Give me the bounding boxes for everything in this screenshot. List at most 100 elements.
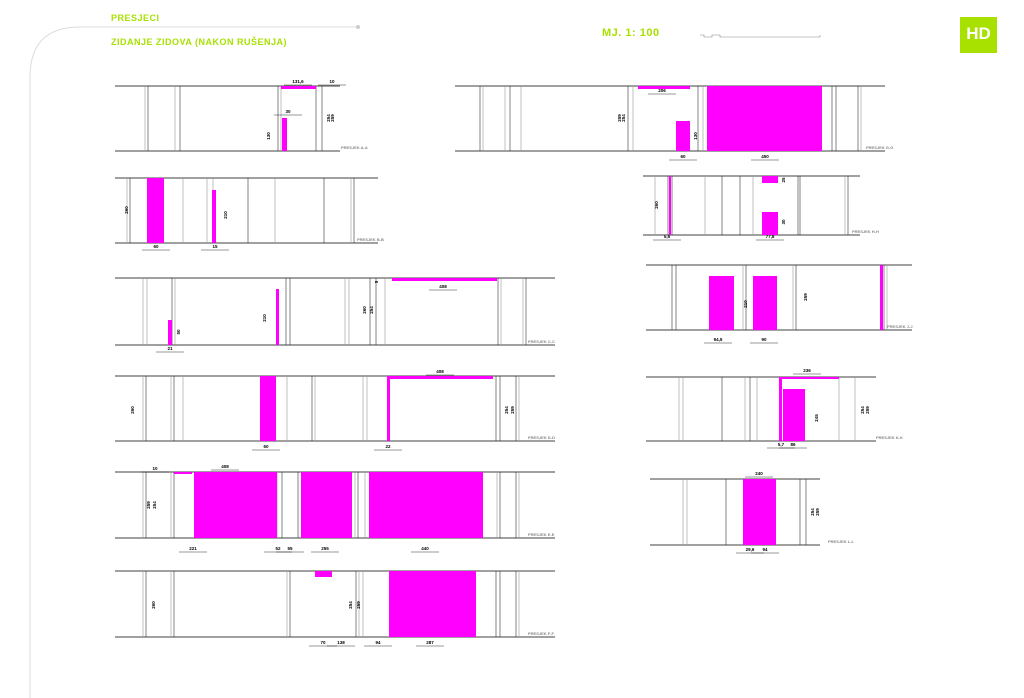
section-label: PRESJEK A-A: [341, 145, 368, 150]
new-wall-fill: [212, 190, 216, 243]
dimension-label: 254: [369, 306, 374, 314]
new-wall-fill: [282, 118, 287, 151]
dimension-label: 254: [810, 508, 815, 516]
dimension-label: 259: [356, 601, 361, 609]
dimension-label: 86: [790, 442, 796, 447]
section-label: PRESJEK E-E: [528, 532, 555, 537]
dimension-label: 94: [375, 640, 381, 645]
dimension-label: 5,6: [664, 234, 671, 239]
section-label: PRESJEK G-G: [866, 145, 893, 150]
dimension-label: 254: [348, 601, 353, 609]
dimension-label: 259: [510, 406, 515, 414]
dimension-label: 245: [814, 414, 819, 422]
dimension-label: 259: [803, 293, 808, 301]
dimension-label: 260: [654, 201, 659, 209]
new-wall-fill: [301, 472, 352, 538]
dimension-label: 131,6: [292, 79, 304, 84]
dimension-label: 260: [130, 406, 135, 414]
dimension-label: 5: [374, 280, 379, 283]
new-wall-fill: [276, 289, 279, 345]
new-wall-fill: [880, 265, 883, 330]
section-label: PRESJEK D-D: [528, 435, 555, 440]
new-wall-fill: [387, 376, 390, 441]
dimension-label: 60: [153, 244, 159, 249]
dimension-label: 254: [152, 501, 157, 509]
new-wall-fill: [762, 212, 778, 235]
new-wall-fill: [709, 276, 734, 330]
dimension-label: 259: [617, 114, 622, 122]
new-wall-fill: [260, 376, 276, 441]
dimension-label: 77,8: [766, 234, 775, 239]
new-wall-fill: [762, 176, 778, 183]
drawing-subtitle: ZIDANJE ZIDOVA (NAKON RUŠENJA): [111, 37, 288, 47]
dimension-label: 210: [223, 211, 228, 219]
company-logo: HD: [960, 17, 997, 53]
dimension-label: 60: [680, 154, 686, 159]
new-wall-fill: [669, 176, 671, 235]
dimension-label: 50: [176, 329, 181, 335]
dimension-label: 221: [189, 546, 197, 551]
dimension-label: 138: [337, 640, 345, 645]
dimension-label: 254: [621, 114, 626, 122]
new-wall-fill: [392, 278, 497, 281]
dimension-label: 94: [762, 547, 768, 552]
dimension-label: 90: [761, 337, 767, 342]
new-wall-fill: [707, 86, 822, 151]
dimension-label: 130: [266, 132, 271, 140]
section-label: PRESJEK C-C: [528, 339, 555, 344]
dimension-label: 94,5: [714, 337, 723, 342]
new-wall-fill: [194, 472, 277, 538]
dimension-label: 259: [815, 508, 820, 516]
new-wall-fill: [369, 472, 483, 538]
new-wall-fill: [638, 86, 690, 89]
dimension-label: 30: [285, 109, 291, 114]
section-label: PRESJEK B-B: [357, 237, 384, 242]
new-wall-fill: [387, 376, 493, 379]
dimension-label: 130: [693, 132, 698, 140]
dimension-label: 21: [167, 346, 173, 351]
dimension-label: 52: [275, 546, 281, 551]
dimension-label: 29,6: [746, 547, 755, 552]
dimension-label: 254: [860, 406, 865, 414]
dimension-label: 240: [755, 471, 763, 476]
dimension-label: 260: [151, 601, 156, 609]
scale-label: MJ. 1: 100: [602, 27, 660, 39]
dimension-label: 15: [212, 244, 218, 249]
dimension-label: 10: [152, 466, 158, 471]
dimension-label: 255: [321, 546, 329, 551]
dimension-label: 287: [426, 640, 434, 645]
dimension-label: 30: [781, 219, 786, 225]
dimension-label: 260: [362, 306, 367, 314]
section-label: PRESJEK J-J: [887, 324, 913, 329]
drawing-title: PRESJECI: [111, 13, 160, 23]
dimension-label: 10: [329, 79, 335, 84]
dimension-label: 259: [865, 406, 870, 414]
new-wall-fill: [281, 86, 316, 89]
new-wall-fill: [174, 472, 192, 474]
dimension-label: 259: [146, 501, 151, 509]
dimension-label: 450: [761, 154, 769, 159]
sheet-frame: [29, 26, 360, 698]
new-wall-fill: [783, 389, 805, 441]
new-wall-fill: [147, 178, 164, 243]
new-wall-fill: [779, 377, 782, 441]
dimension-label: 55: [287, 546, 293, 551]
dimension-label: 408: [439, 284, 447, 289]
section-label: PRESJEK F-F: [528, 631, 555, 636]
dimension-label: 408: [221, 464, 229, 469]
section-label: PRESJEK H-H: [852, 229, 879, 234]
dimension-label: 70: [320, 640, 326, 645]
frame-marker: [356, 25, 360, 29]
new-wall-fill: [315, 571, 332, 577]
dimension-label: 408: [436, 369, 444, 374]
dimension-label: 25: [781, 177, 786, 183]
dimension-label: 210: [743, 300, 748, 308]
dimension-label: 22: [385, 444, 391, 449]
dimension-label: 5,7: [778, 442, 785, 447]
dimension-label: 254: [504, 406, 509, 414]
section-label: PRESJEK K-K: [876, 435, 903, 440]
dimension-label: 254: [326, 114, 331, 122]
dimension-label: 260: [124, 206, 129, 214]
section-label: PRESJEK L-L: [828, 539, 855, 544]
new-wall-fill: [753, 276, 777, 330]
